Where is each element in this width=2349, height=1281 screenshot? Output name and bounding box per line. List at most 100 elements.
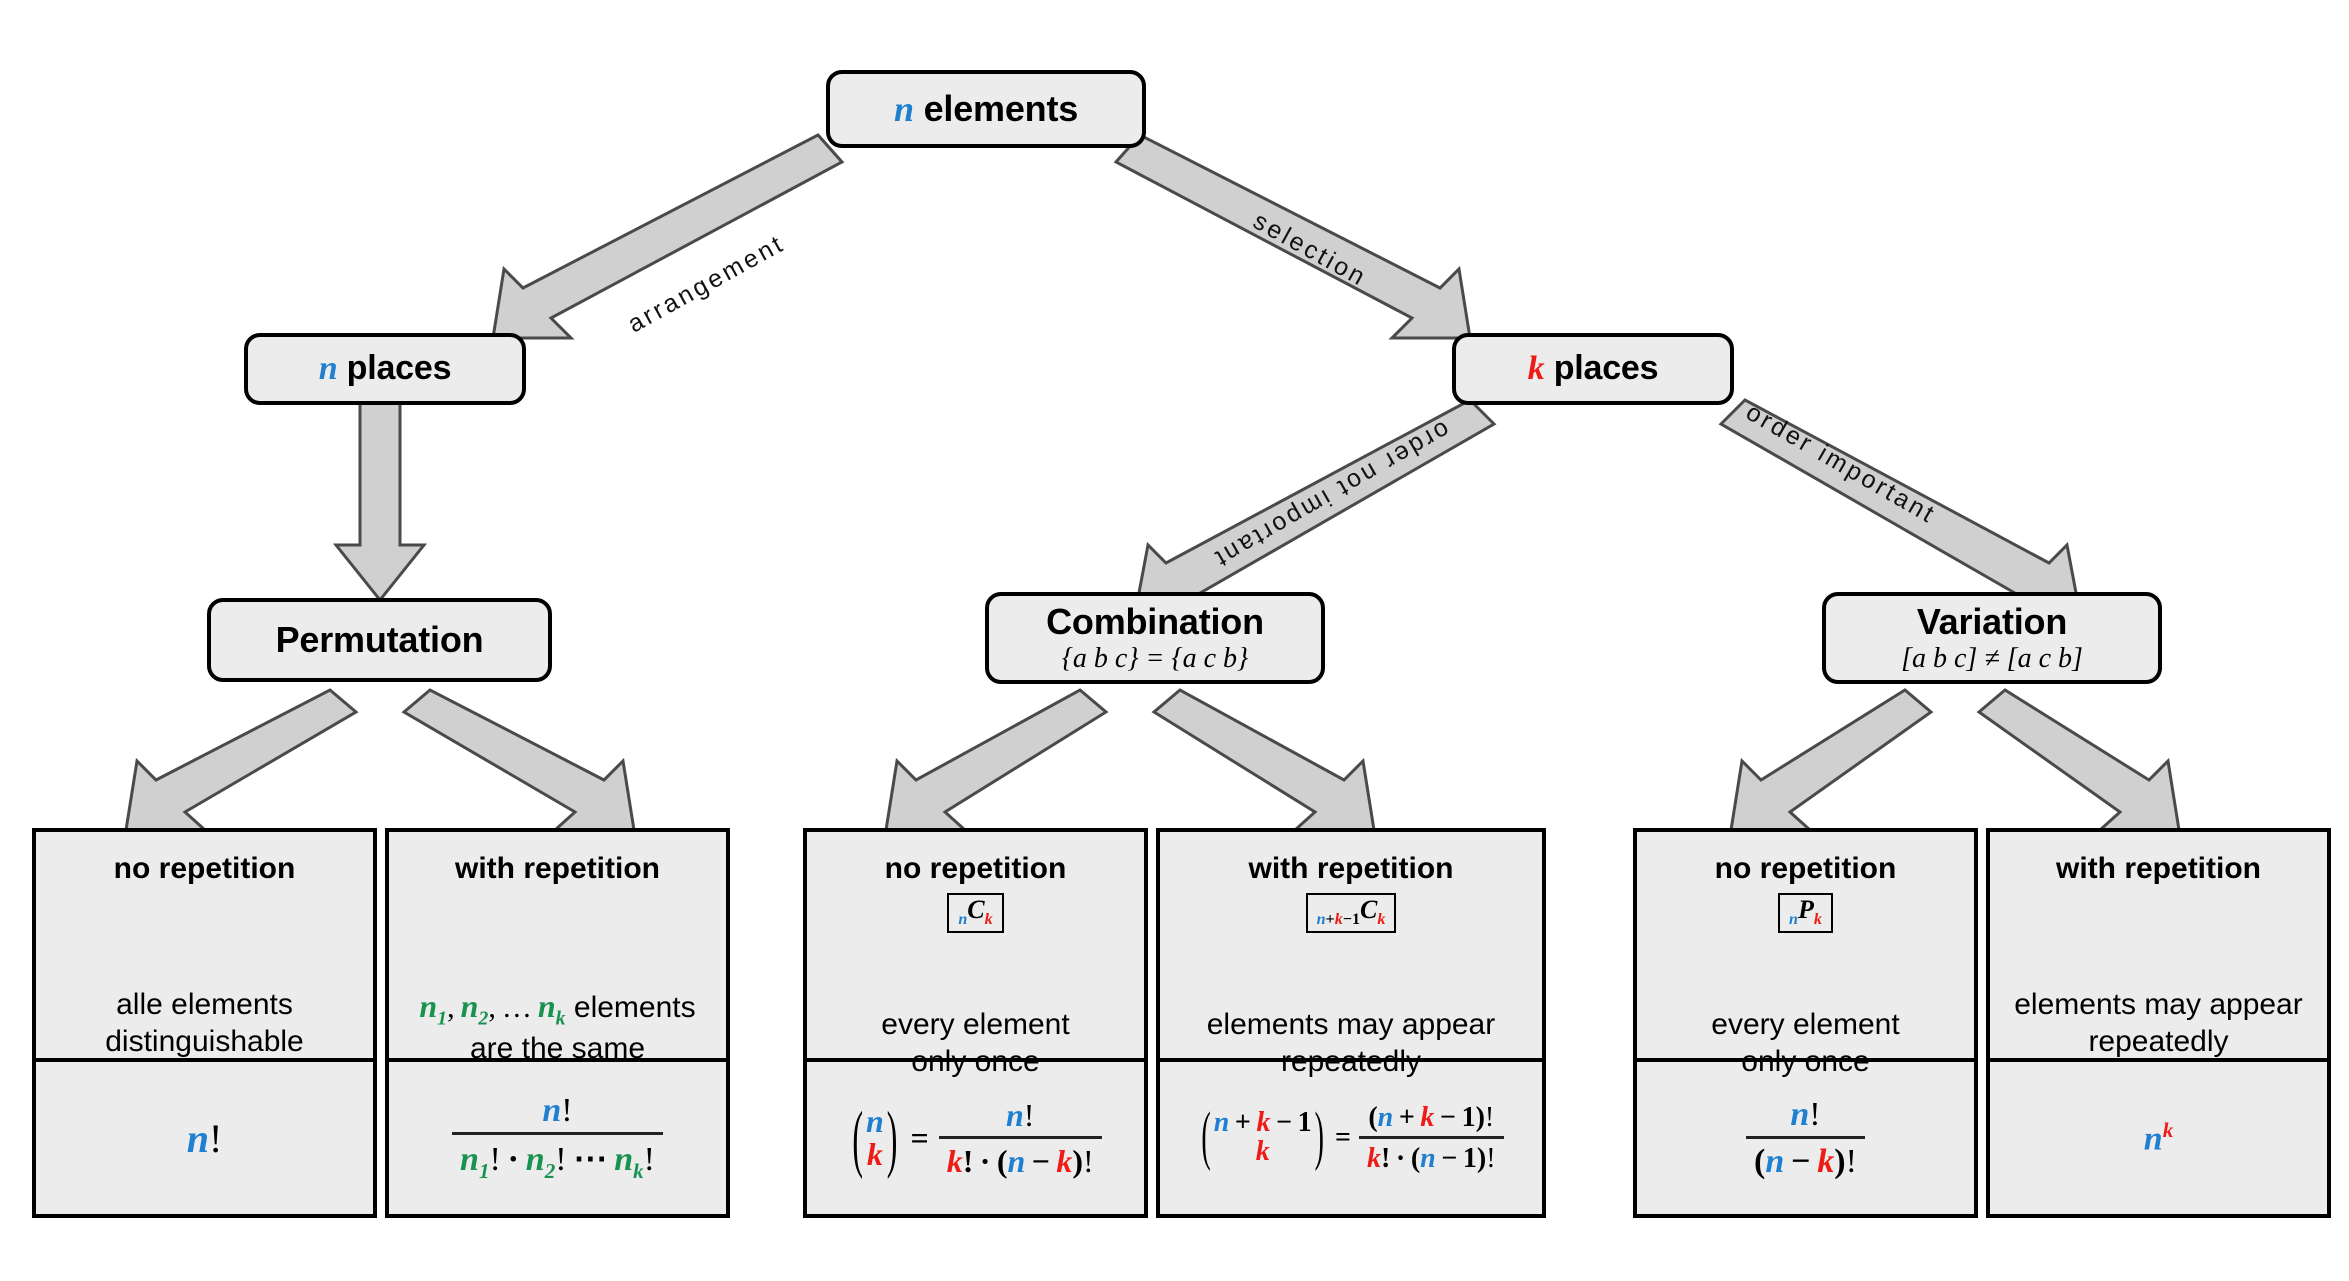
- node-n-places-text: n places: [318, 349, 452, 388]
- symbol-k: k: [1817, 1142, 1835, 1180]
- symbol-n: n: [1316, 911, 1326, 929]
- leaf-comb-with-rep-formula: ( n + k − 1 k ) = (n + k − 1)! k! · (n −…: [1160, 1058, 1542, 1214]
- symbol-sub-k: k: [555, 1007, 566, 1030]
- node-n-places-label: places: [346, 349, 452, 388]
- node-permutation[interactable]: Permutation: [207, 598, 552, 682]
- fraction-denominator: (n − k)!: [1746, 1135, 1865, 1181]
- symbol-k: k: [1056, 1142, 1073, 1179]
- symbol-k: k: [1377, 911, 1386, 929]
- leaf-perm-with-rep-top: with repetition n1, n2, … nk elements ar…: [389, 832, 726, 1065]
- node-k-places[interactable]: k places: [1452, 333, 1734, 405]
- symbol-sub-k: k: [633, 1158, 644, 1183]
- symbol-equals: =: [910, 1119, 929, 1156]
- symbol-equals: =: [1334, 1122, 1351, 1153]
- desc-line-2: repeatedly: [2088, 1024, 2229, 1058]
- leaf-var-no-rep[interactable]: no repetition nPk every element only onc…: [1633, 828, 1978, 1218]
- desc-line-1: alle elements: [116, 988, 293, 1021]
- leaf-var-with-rep-description: elements may appear repeatedly: [1990, 987, 2327, 1060]
- fraction-denominator: n1! · n2! ⋯ nk!: [452, 1132, 663, 1184]
- leaf-comb-with-rep-top: with repetition n+k−1Ck elements may app…: [1160, 832, 1542, 1078]
- fraction-numerator: n!: [534, 1092, 580, 1132]
- symbol-n2: n: [525, 1141, 545, 1179]
- node-n-elements[interactable]: n elements: [826, 70, 1146, 148]
- leaf-comb-no-rep[interactable]: no repetition nCk every element only onc…: [803, 828, 1148, 1218]
- desc-line-1: every element: [881, 1008, 1070, 1041]
- desc-line-2: only once: [911, 1044, 1040, 1078]
- node-k-places-text: k places: [1528, 349, 1659, 388]
- symbol-sub-2: 2: [544, 1158, 556, 1183]
- edge-label-selection: selection: [1248, 206, 1372, 293]
- symbol-n: n: [866, 1103, 884, 1140]
- node-n-places[interactable]: n places: [244, 333, 526, 405]
- node-permutation-title: Permutation: [275, 619, 484, 661]
- symbol-C: C: [1360, 895, 1378, 924]
- node-k-places-label: places: [1553, 349, 1659, 388]
- leaf-comb-with-rep[interactable]: with repetition n+k−1Ck elements may app…: [1156, 828, 1546, 1218]
- symbol-n: n: [318, 350, 338, 388]
- arrow-combination-to-comb-no-rep: [884, 688, 1109, 832]
- leaf-var-no-rep-notation: nPk: [1778, 893, 1833, 934]
- leaf-perm-with-rep-header: with repetition: [455, 852, 660, 885]
- leaf-perm-no-rep-description: alle elements distinguishable: [36, 987, 373, 1060]
- leaf-var-with-rep[interactable]: with repetition elements may appear repe…: [1986, 828, 2331, 1218]
- desc-line-2: only once: [1741, 1044, 1870, 1078]
- leaf-perm-with-rep[interactable]: with repetition n1, n2, … nk elements ar…: [385, 828, 730, 1218]
- symbol-n: n: [186, 1115, 209, 1161]
- leaf-comb-no-rep-top: no repetition nCk every element only onc…: [807, 832, 1144, 1078]
- desc-line-1: n1, n2, … nk elements: [419, 988, 696, 1030]
- desc-line-1: elements may appear: [2014, 988, 2303, 1021]
- leaf-comb-no-rep-formula: ( n k ) = n! k! · (n − k)!: [807, 1058, 1144, 1214]
- symbol-one: 1: [1461, 1101, 1476, 1133]
- symbol-k: k: [1813, 911, 1822, 929]
- leaf-perm-no-rep-header: no repetition: [113, 852, 296, 885]
- binomial-coefficient: ( n k ): [852, 1094, 898, 1180]
- binomial-coefficient: ( n + k − 1 k ): [1201, 1100, 1324, 1174]
- arrow-n-places-to-permutation: [332, 398, 428, 603]
- fraction-denominator: k! · (n − 1)!: [1358, 1135, 1504, 1175]
- symbol-n: n: [1420, 1142, 1436, 1174]
- fraction-numerator: (n + k − 1)!: [1368, 1101, 1495, 1133]
- leaf-var-no-rep-header: no repetition: [1714, 852, 1897, 885]
- node-variation-title: Variation: [1916, 600, 2068, 642]
- symbol-k: k: [1334, 911, 1343, 929]
- leaf-var-no-rep-formula: n! (n − k)!: [1637, 1058, 1974, 1214]
- arrow-combination-to-comb-with-rep: [1151, 688, 1376, 832]
- leaf-var-with-rep-top: with repetition elements may appear repe…: [1990, 832, 2327, 1058]
- leaf-comb-no-rep-header: no repetition: [884, 852, 1067, 885]
- node-n-elements-label: elements: [923, 87, 1079, 129]
- leaf-perm-no-rep-top: no repetition alle elements distinguisha…: [36, 832, 373, 1058]
- symbol-n: n: [2143, 1120, 2163, 1158]
- fraction-denominator: k! · (n − k)!: [938, 1135, 1102, 1180]
- symbol-sub-1: 1: [478, 1158, 490, 1183]
- symbol-one: 1: [1297, 1107, 1312, 1139]
- leaf-var-with-rep-formula: nk: [1990, 1058, 2327, 1214]
- symbol-one: 1: [1462, 1142, 1477, 1174]
- fraction-numerator: n!: [1782, 1096, 1828, 1136]
- symbol-n2: n: [460, 988, 479, 1024]
- leaf-comb-no-rep-description: every element only once: [807, 1007, 1144, 1080]
- node-variation[interactable]: Variation [a b c] ≠ [a c b]: [1822, 592, 2162, 684]
- leaf-comb-with-rep-notation: n+k−1Ck: [1305, 893, 1397, 934]
- arrow-variation-to-var-with-rep: [1976, 688, 2181, 832]
- desc-line-2: repeatedly: [1280, 1044, 1422, 1078]
- symbol-one: 1: [1351, 911, 1361, 929]
- leaf-perm-with-rep-description: n1, n2, … nk elements are the same: [389, 987, 726, 1067]
- symbol-k: k: [1256, 1107, 1271, 1139]
- symbol-k: k: [984, 911, 993, 929]
- desc-word-elements: elements: [573, 991, 696, 1024]
- edge-label-order-not-important: order not important: [1208, 415, 1455, 574]
- symbol-factorial: !: [1023, 1096, 1035, 1133]
- leaf-comb-no-rep-notation: nCk: [947, 893, 1004, 934]
- symbol-nk: n: [614, 1141, 634, 1179]
- arrow-permutation-to-perm-no-rep: [124, 688, 359, 832]
- symbol-n: n: [1213, 1107, 1230, 1139]
- leaf-perm-no-rep[interactable]: no repetition alle elements distinguisha…: [32, 828, 377, 1218]
- leaf-var-no-rep-description: every element only once: [1637, 1007, 1974, 1080]
- node-combination[interactable]: Combination {a b c} = {a c b}: [985, 592, 1325, 684]
- symbol-n: n: [1789, 911, 1798, 929]
- symbol-n: n: [893, 88, 914, 129]
- symbol-factorial: !: [208, 1115, 223, 1161]
- leaf-comb-with-rep-description: elements may appear repeatedly: [1160, 1007, 1542, 1080]
- symbol-sub-1: 1: [437, 1007, 448, 1030]
